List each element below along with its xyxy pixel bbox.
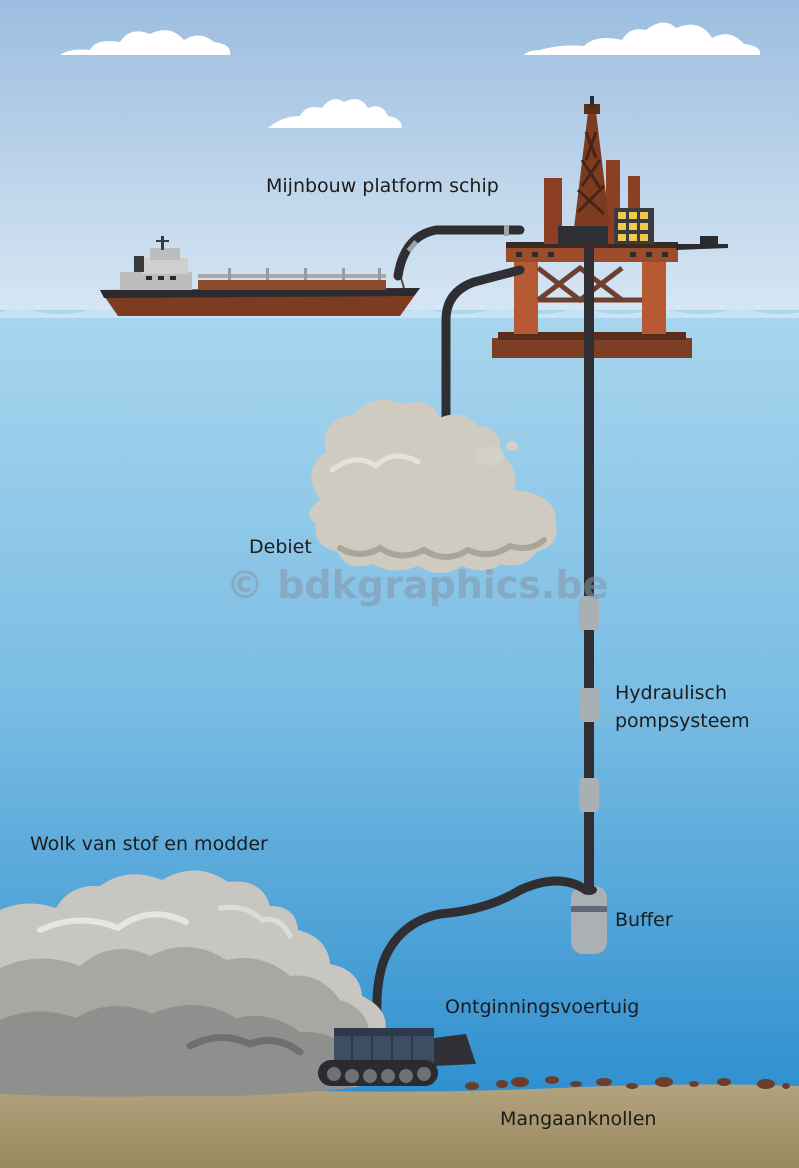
flexible-hose — [372, 876, 591, 1035]
label-discharge: Debiet — [249, 536, 312, 558]
watermark: © bdkgraphics.be — [226, 563, 609, 607]
label-hydraulic-line2: pompsysteem — [615, 710, 750, 732]
buffer-unit — [571, 885, 607, 954]
sky-clouds — [60, 22, 761, 128]
manganese-nodules — [465, 1076, 790, 1090]
ship-to-platform-pipe — [393, 225, 525, 281]
hydraulic-riser — [579, 248, 599, 888]
seabed — [0, 1084, 799, 1168]
discharge-cloud — [308, 399, 557, 573]
discharge-pipe — [441, 265, 525, 467]
label-buffer: Buffer — [615, 909, 673, 931]
dust-cloud — [0, 870, 396, 1097]
label-hydraulic-line1: Hydraulisch — [615, 682, 728, 704]
label-vehicle: Ontginningsvoertuig — [445, 996, 640, 1018]
label-dust-cloud: Wolk van stof en modder — [30, 833, 268, 855]
label-nodules: Mangaanknollen — [500, 1108, 657, 1130]
label-platform-ship: Mijnbouw platform schip — [266, 175, 499, 197]
mining-ship — [100, 236, 420, 316]
mining-vehicle — [318, 1028, 476, 1086]
